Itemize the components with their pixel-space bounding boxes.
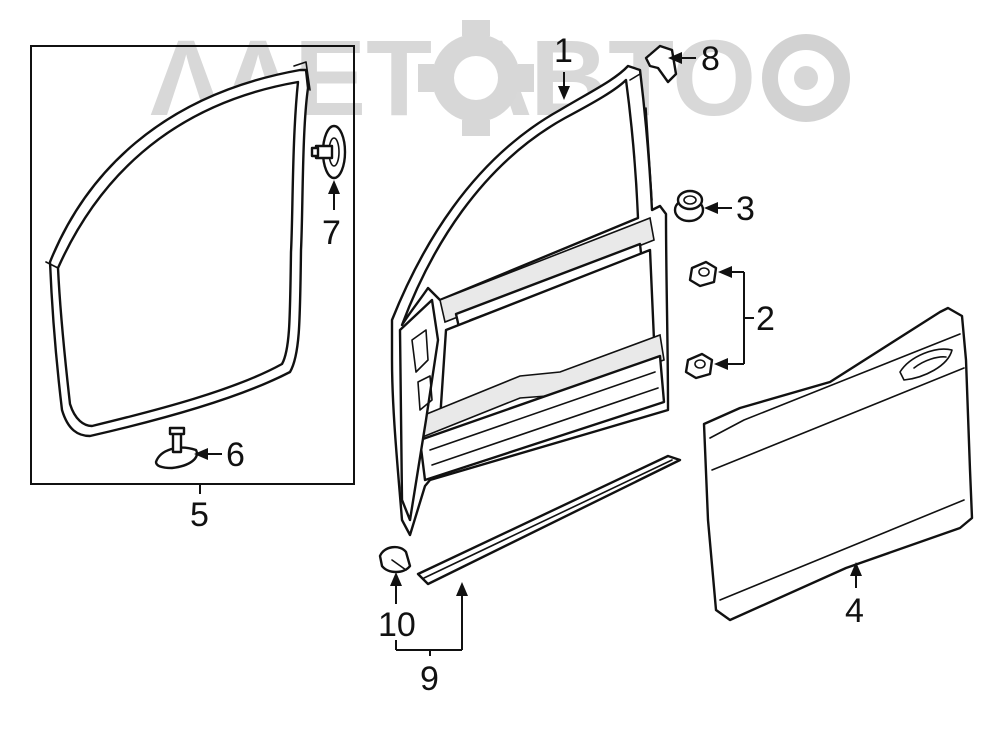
callout-7: 7 xyxy=(322,214,341,252)
door-frame xyxy=(390,64,670,537)
callout-5: 5 xyxy=(190,496,209,534)
callout-2: 2 xyxy=(756,300,775,338)
clip-part-7 xyxy=(310,124,347,180)
clip-part-10 xyxy=(378,545,412,574)
callout-4: 4 xyxy=(845,592,864,630)
callout-labels: 1 2 3 4 5 6 7 8 9 10 xyxy=(190,32,864,698)
watermark-ring-icon xyxy=(762,34,850,122)
molding-strip-part-9 xyxy=(416,454,682,586)
weatherstrip-inset-box xyxy=(30,45,355,485)
callout-9: 9 xyxy=(420,660,439,698)
bracket-part-8 xyxy=(644,44,678,84)
nut-part-2-upper xyxy=(688,260,718,288)
grommet-part-3 xyxy=(673,189,705,223)
door-outer-panel xyxy=(702,306,974,622)
callout-1: 1 xyxy=(554,32,573,70)
watermark-gear-icon xyxy=(418,20,534,136)
nut-part-2-lower xyxy=(684,352,714,380)
callout-3: 3 xyxy=(736,190,755,228)
callout-10: 10 xyxy=(378,606,416,644)
clip-part-6 xyxy=(154,426,199,470)
door-weatherstrip xyxy=(45,61,311,438)
callout-6: 6 xyxy=(226,436,245,474)
callout-8: 8 xyxy=(701,40,720,78)
leader-lines xyxy=(194,52,862,656)
